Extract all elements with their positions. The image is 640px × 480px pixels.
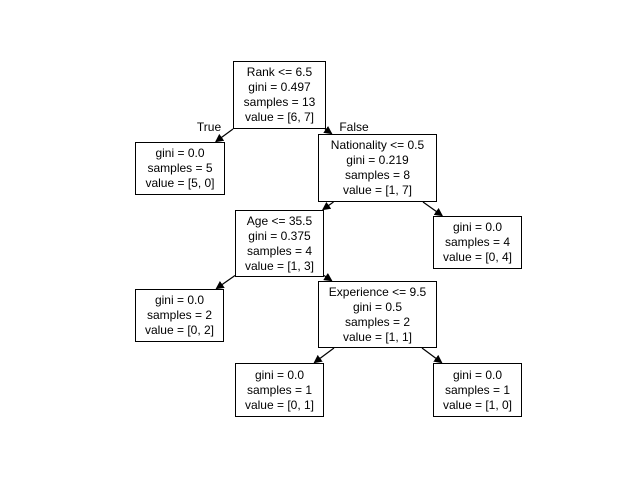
edge-experience-true <box>313 347 335 364</box>
tree-node-nationality: Nationality <= 0.5 gini = 0.219 samples … <box>318 134 437 202</box>
tree-node-leaf-rank-true: gini = 0.0 samples = 5 value = [5, 0] <box>135 142 225 195</box>
node-condition: Rank <= 6.5 <box>246 65 313 79</box>
node-value: value = [0, 2] <box>144 323 215 337</box>
node-samples: samples = 13 <box>243 95 316 109</box>
node-value: value = [0, 4] <box>442 250 513 264</box>
edge-nationality-true <box>321 201 334 211</box>
tree-node-leaf-nationality-false: gini = 0.0 samples = 4 value = [0, 4] <box>433 216 522 269</box>
node-value: value = [0, 1] <box>244 397 315 412</box>
node-gini: gini = 0.0 <box>155 146 205 160</box>
tree-node-leaf-experience-true: gini = 0.0 samples = 1 value = [0, 1] <box>235 363 324 417</box>
node-value: value = [5, 0] <box>145 176 215 190</box>
node-gini: gini = 0.0 <box>254 367 305 382</box>
node-condition: Age <= 35.5 <box>246 213 313 228</box>
node-gini: gini = 0.5 <box>352 299 403 314</box>
node-gini: gini = 0.0 <box>452 367 503 382</box>
node-condition: Nationality <= 0.5 <box>330 138 425 152</box>
node-samples: samples = 2 <box>344 314 411 329</box>
node-gini: gini = 0.0 <box>154 293 205 307</box>
tree-node-experience: Experience <= 9.5 gini = 0.5 samples = 2… <box>318 281 437 348</box>
node-value: value = [1, 0] <box>442 397 513 412</box>
tree-node-leaf-age-true: gini = 0.0 samples = 2 value = [0, 2] <box>135 289 224 342</box>
node-samples: samples = 5 <box>147 161 213 175</box>
edge-age-true <box>215 275 236 290</box>
node-value: value = [1, 7] <box>342 183 413 197</box>
edge-age-false <box>323 273 333 282</box>
node-condition: Experience <= 9.5 <box>328 284 427 299</box>
edge-root-false <box>323 125 333 135</box>
node-samples: samples = 1 <box>246 382 313 397</box>
edge-experience-false <box>421 347 443 364</box>
node-samples: samples = 4 <box>444 235 511 249</box>
node-value: value = [6, 7] <box>244 110 315 124</box>
edge-root-true <box>214 128 234 143</box>
tree-node-root-rank: Rank <= 6.5 gini = 0.497 samples = 13 va… <box>233 61 326 129</box>
node-gini: gini = 0.375 <box>248 228 311 243</box>
node-value: value = [1, 1] <box>342 329 413 344</box>
edge-label-true: True <box>196 120 222 134</box>
node-gini: gini = 0.497 <box>248 80 311 94</box>
edge-nationality-false <box>422 201 444 217</box>
edge-label-false: False <box>339 120 369 134</box>
node-gini: gini = 0.0 <box>452 220 503 234</box>
tree-node-age: Age <= 35.5 gini = 0.375 samples = 4 val… <box>235 210 324 277</box>
tree-node-leaf-experience-false: gini = 0.0 samples = 1 value = [1, 0] <box>433 363 522 417</box>
node-samples: samples = 2 <box>146 308 213 322</box>
node-value: value = [1, 3] <box>244 258 315 273</box>
node-gini: gini = 0.219 <box>346 153 409 167</box>
node-samples: samples = 8 <box>344 168 411 182</box>
node-samples: samples = 1 <box>444 382 511 397</box>
node-samples: samples = 4 <box>246 243 313 258</box>
